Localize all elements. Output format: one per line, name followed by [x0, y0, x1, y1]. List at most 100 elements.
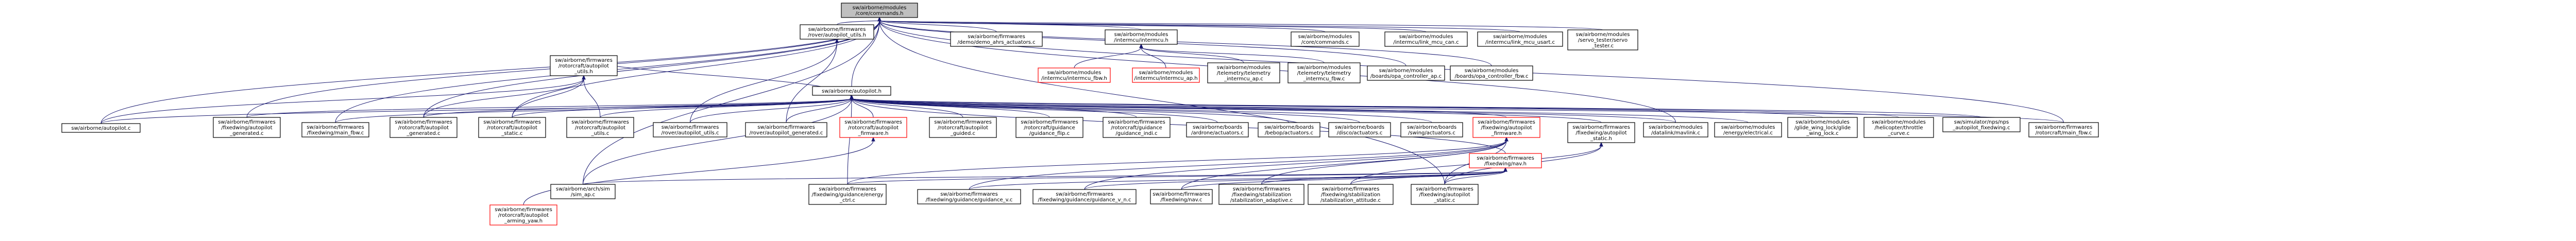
file-node-boards-px4-controller-fbw-c[interactable]: sw/airborne/modules/boards/opa_controlle… [1450, 65, 1533, 81]
file-node-box [550, 55, 618, 76]
file-node-intermcu-fbw-h[interactable]: sw/airborne/modules/intermcu/intermcu_fb… [1038, 67, 1111, 83]
include-edge [1074, 43, 1143, 68]
file-node-label: /fixedwing/guidance/guidance_v_n.c [1038, 197, 1131, 203]
include-edge [877, 16, 997, 32]
file-node-fw-stab-adaptive-c[interactable]: sw/airborne/firmwares/fixedwing/stabiliz… [1218, 184, 1304, 205]
file-node-label: /fixedwing/guidance/guidance_v.c [926, 197, 1013, 203]
file-node-fw-autopilot-static-c[interactable]: sw/airborne/firmwares/fixedwing/autopilo… [1411, 184, 1479, 205]
file-nodes: sw/airborne/modules/core/commands.h sw/ai… [61, 3, 2099, 226]
file-node-rc-autopilot-guided-c[interactable]: sw/airborne/firmwares/rotorcraft/autopil… [929, 117, 997, 138]
file-node-label: sw/airborne/firmwares [1322, 186, 1380, 192]
file-node-label: sw/airborne/modules [1721, 125, 1775, 130]
file-node-rover-autopilot-utils-c[interactable]: sw/airborne/firmwares/rover/autopilot_ut… [653, 122, 727, 137]
file-node-fw-nav-c[interactable]: sw/airborne/firmwares/fixedwing/nav.c [1150, 189, 1213, 204]
file-node-fw-stab-attitude-c[interactable]: sw/airborne/firmwares/fixedwing/stabiliz… [1308, 184, 1394, 205]
file-node-label: _intermcu_fbw.c [1303, 76, 1345, 82]
file-node-rc-autopilot-generated-c[interactable]: sw/airborne/firmwares/rotorcraft/autopil… [389, 117, 457, 138]
file-node-autopilot-c[interactable]: sw/airborne/autopilot.c [61, 123, 141, 133]
file-node-fw-autopilot-static-h[interactable]: sw/airborne/firmwares/fixedwing/autopilo… [1567, 122, 1635, 143]
file-node-datalink-mavlink-c[interactable]: sw/airborne/modules/datalink/mavlink.c [1643, 122, 1708, 137]
file-node-boards-px4-controller-ap-c[interactable]: sw/airborne/modules/boards/opa_controlle… [1367, 65, 1445, 81]
file-node-servo-tester-h[interactable]: sw/airborne/modules/servo_tester/servo_t… [1567, 29, 1638, 50]
file-node-fw-main-fbw-c[interactable]: sw/airborne/firmwares/fixedwing/main_fbw… [301, 122, 369, 137]
dependency-edges [100, 16, 2064, 205]
file-node-intermcu-h[interactable]: sw/airborne/modules/intermcu/intermcu.h [1105, 29, 1178, 45]
file-node-box [812, 86, 891, 96]
file-node-label: /helicopter/throttle [1875, 125, 1923, 131]
file-node-rc-guidance-flip-c[interactable]: sw/airborne/firmwares/rotorcraft/guidanc… [1015, 117, 1083, 138]
file-node-label: /boards/opa_controller_fbw.c [1455, 74, 1529, 79]
file-node-rc-guidance-indi-c[interactable]: sw/airborne/firmwares/rotorcraft/guidanc… [1103, 117, 1171, 138]
file-node-intermcu-ap-h[interactable]: sw/airborne/modules/intermcu/intermcu_ap… [1132, 67, 1200, 83]
file-node-label: /rotorcraft/autopilot [848, 125, 899, 131]
file-node-rover-autopilot-generated-c[interactable]: sw/airborne/firmwares/rover/autopilot_ge… [745, 122, 827, 137]
file-node-commands-c[interactable]: sw/airborne/modules/core/commands.c [1291, 31, 1360, 47]
file-node-label: sw/airborne/firmwares [495, 207, 552, 213]
file-node-label: /fixedwing/autopilot [1481, 125, 1532, 131]
file-node-box [839, 117, 907, 138]
file-node-fw-guidance-v-c[interactable]: sw/airborne/firmwares/fixedwing/guidance… [917, 189, 1021, 204]
file-node-label: sw/airborne/modules [1114, 32, 1168, 38]
file-node-label: _firmware.h [858, 131, 889, 136]
file-node-rc-autopilot-firmware-h[interactable]: sw/airborne/firmwares/rotorcraft/autopil… [839, 117, 907, 138]
file-node-box [1038, 67, 1111, 83]
file-node-box [478, 117, 546, 138]
file-node-label: /servo_tester/servo [1578, 38, 1628, 43]
file-node-box [61, 123, 141, 133]
file-node-telemetry-intermcu-fbw-h[interactable]: sw/airborne/modules/telemetry/telemetry_… [1287, 62, 1361, 83]
file-node-label: /fixedwing/guidance/energy [812, 192, 884, 198]
file-node-label: sw/airborne/firmwares [1108, 119, 1165, 125]
file-node-box [1103, 117, 1171, 138]
file-node-intermcu-link-mcu-can-c[interactable]: sw/airborne/modules/intermcu/link_mcu_ca… [1384, 31, 1468, 47]
file-node-rc-main-fbw-c[interactable]: sw/airborne/firmwares/rotorcraft/main_fb… [2028, 122, 2099, 137]
file-node-label: sw/airborne/modules [1795, 119, 1850, 125]
file-node-box [1132, 67, 1200, 83]
file-node-label: sw/airborne/firmwares [808, 27, 866, 32]
file-node-demo-ahrs-actuators-c[interactable]: sw/airborne/firmwares/demo/demo_ahrs_act… [950, 31, 1043, 47]
file-node-fw-guidance-energy-ctrl-c[interactable]: sw/airborne/firmwares/fixedwing/guidance… [808, 184, 887, 205]
file-node-box [1942, 117, 2021, 132]
file-node-label: /fixedwing/stabilization [1321, 192, 1380, 198]
file-node-label: /rotorcraft/guidance [1111, 125, 1162, 131]
file-node-rc-autopilot-arming-yaw-h[interactable]: sw/airborne/firmwares/rotorcraft/autopil… [489, 204, 557, 226]
file-node-box [950, 31, 1043, 47]
file-node-label: _curve.c [1888, 131, 1910, 136]
file-node-fw-guidance-v-n-c[interactable]: sw/airborne/firmwares/fixedwing/guidance… [1032, 189, 1137, 204]
file-node-intermcu-link-mcu-usart-c[interactable]: sw/airborne/modules/intermcu/link_mcu_us… [1477, 31, 1563, 47]
file-node-boards-disco-actuators-c[interactable]: sw/airborne/boards/disco/actuators.c [1328, 122, 1391, 137]
file-node-label: sw/airborne/firmwares [1021, 119, 1078, 125]
file-node-box [489, 204, 557, 226]
file-node-telemetry-intermcu-ap-h[interactable]: sw/airborne/modules/telemetry/telemetry_… [1207, 62, 1280, 83]
file-node-label: sw/airborne/modules [1465, 68, 1519, 74]
file-node-box [800, 24, 874, 40]
file-node-box [1469, 153, 1542, 168]
file-node-boards-bebop-actuators-c[interactable]: sw/airborne/boards/bebop/actuators.c [1258, 122, 1320, 137]
file-node-label: sw/airborne/firmwares [1153, 192, 1210, 197]
file-node-energy-electrical-c[interactable]: sw/airborne/modules/energy/electrical.c [1714, 122, 1782, 137]
file-node-rc-autopilot-static-c[interactable]: sw/airborne/firmwares/rotorcraft/autopil… [478, 117, 546, 138]
file-node-label: _static.c [1433, 198, 1455, 203]
file-node-rc-autopilot-utils-c[interactable]: sw/airborne/firmwares/rotorcraft/autopil… [566, 117, 634, 138]
file-node-label: sw/airborne/modules [1139, 70, 1193, 76]
file-node-fw-autopilot-generated-c[interactable]: sw/airborne/firmwares/fixedwing/autopilo… [213, 117, 281, 138]
file-node-arch-sim-ap-c[interactable]: sw/airborne/arch/sim/sim_ap.c [550, 184, 616, 199]
file-node-label: sw/airborne/firmwares [940, 192, 998, 197]
file-node-label: sw/airborne/autopilot.c [71, 126, 130, 131]
file-node-label: /energy/electrical.c [1723, 130, 1773, 136]
file-node-fw-autopilot-firmware-h[interactable]: sw/airborne/firmwares/fixedwing/autopilo… [1472, 117, 1540, 138]
file-node-autopilot-h[interactable]: sw/airborne/autopilot.h [812, 86, 891, 96]
file-node-boards-ardrone-actuators-c[interactable]: sw/airborne/boards/ardrone/actuators.c [1186, 122, 1249, 137]
file-node-rc-autopilot-utils-h[interactable]: sw/airborne/firmwares/rotorcraft/autopil… [550, 55, 618, 76]
file-node-root[interactable]: sw/airborne/modules/core/commands.h [841, 3, 918, 18]
file-node-glide-wing-lock-c[interactable]: sw/airborne/modules/glide_wing_lock/glid… [1787, 117, 1858, 138]
file-node-label: _static.h [1590, 136, 1612, 142]
file-node-box [1643, 122, 1708, 137]
file-node-nps-autopilot-fixedwing-c[interactable]: sw/simulator/nps/nps_autopilot_fixedwing… [1942, 117, 2021, 132]
file-node-rover-autopilot-utils-h[interactable]: sw/airborne/firmwares/rover/autopilot_ut… [800, 24, 874, 40]
file-node-fw-nav-h[interactable]: sw/airborne/firmwares/fixedwing/nav.h [1469, 153, 1542, 168]
file-node-box [1291, 31, 1360, 47]
file-node-helicopter-throttle-curve-c[interactable]: sw/airborne/modules/helicopter/throttle_… [1863, 117, 1934, 138]
file-node-boards-swing-actuators-c[interactable]: sw/airborne/boards/swing/actuators.c [1400, 122, 1463, 137]
file-node-box [1328, 122, 1391, 137]
file-node-label: /rotorcraft/autopilot [487, 125, 537, 131]
